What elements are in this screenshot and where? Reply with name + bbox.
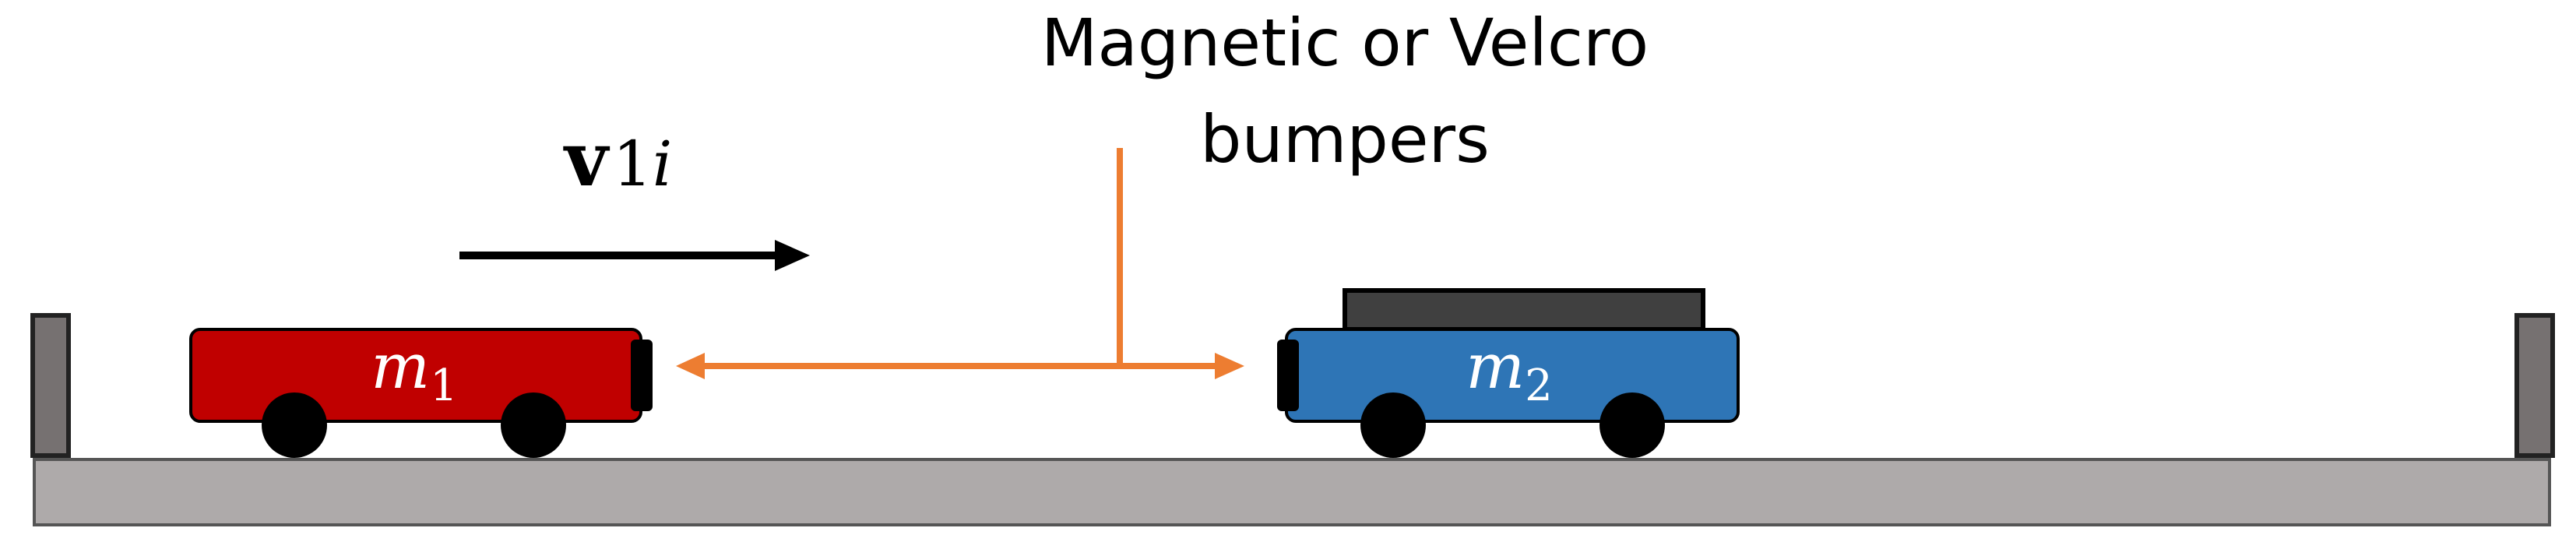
cart-2-label: m2: [1466, 330, 1553, 411]
cart-1: m1: [189, 328, 653, 458]
annotation-arrowhead-right: [1215, 353, 1244, 379]
velocity-arrowhead: [775, 240, 810, 271]
cart-2-wheel-left: [1360, 392, 1426, 458]
cart-1-wheel-right: [501, 392, 566, 458]
annotation-text-line-2: bumpers: [1200, 101, 1490, 178]
annotation-text-line-1: Magnetic or Velcro: [1041, 5, 1649, 81]
annotation-arrowhead-left: [676, 353, 705, 379]
cart-2-wheel-right: [1599, 392, 1665, 458]
cart-2: m2: [1277, 288, 1740, 458]
cart-2-bumper: [1277, 340, 1299, 411]
cart-1-label: m1: [371, 330, 458, 411]
cart-1-bumper: [631, 340, 653, 411]
right-end-stop: [2514, 313, 2555, 458]
left-end-stop: [30, 313, 71, 458]
velocity-label: v1i: [563, 115, 672, 203]
cart-1-wheel-left: [262, 392, 327, 458]
track-floor: [33, 458, 2551, 526]
cart-2-top-plate: [1343, 288, 1705, 332]
